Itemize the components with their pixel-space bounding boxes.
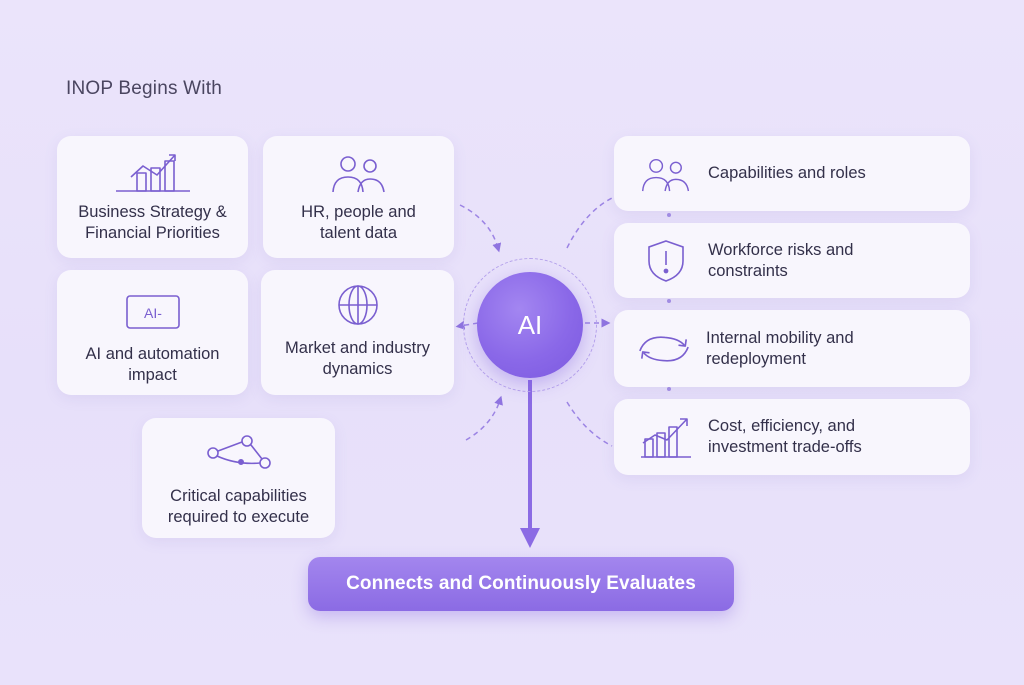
shield-alert-icon	[638, 239, 694, 283]
input-label: AI and automation impact	[85, 345, 220, 384]
input-card-critical-capabilities: Critical capabilities required to execut…	[142, 418, 335, 538]
input-card-business-strategy: Business Strategy & Financial Priorities	[57, 136, 248, 258]
ai-chip-icon: AI-	[125, 290, 181, 336]
output-label: Workforce risks and constraints	[708, 240, 854, 280]
output-label: Cost, efficiency, and investment trade-o…	[708, 417, 862, 456]
input-label: Business Strategy & Financial Priorities	[78, 203, 227, 242]
connector-dot	[667, 387, 671, 391]
ai-hub: AI	[477, 272, 583, 378]
input-label: Market and industry dynamics	[285, 339, 430, 378]
page-heading: INOP Begins With	[66, 78, 222, 99]
circular-arrows-icon	[636, 329, 692, 369]
input-card-market-dynamics: Market and industry dynamics	[261, 270, 454, 395]
connector-dot	[667, 299, 671, 303]
input-card-hr-data: HR, people and talent data	[263, 136, 454, 258]
globe-icon	[336, 282, 380, 328]
output-label: Internal mobility and redeployment	[706, 328, 854, 368]
output-card-capabilities-roles: Capabilities and roles	[614, 136, 970, 211]
curve-to-cost	[566, 401, 613, 447]
people-icon	[638, 155, 694, 193]
main-down-arrowhead	[520, 528, 540, 548]
ai-chip-text: AI-	[144, 305, 162, 321]
connector-dot	[667, 213, 671, 217]
connects-evaluates-banner: Connects and Continuously Evaluates	[308, 557, 734, 611]
output-card-cost-efficiency: Cost, efficiency, and investment trade-o…	[614, 399, 970, 475]
bar-chart-trend-icon	[113, 150, 193, 196]
network-nodes-icon	[203, 428, 275, 474]
output-card-internal-mobility: Internal mobility and redeployment	[614, 310, 970, 387]
input-label: HR, people and talent data	[301, 203, 416, 242]
arrow-from-hr	[459, 204, 502, 253]
input-card-ai-automation: AI- AI and automation impact	[57, 270, 248, 395]
ai-halo-ring	[463, 258, 597, 392]
input-label: Critical capabilities required to execut…	[167, 487, 310, 526]
output-card-workforce-risks: Workforce risks and constraints	[614, 223, 970, 298]
curve-to-capabilities	[566, 197, 613, 249]
arrow-from-critical	[465, 395, 503, 441]
output-label: Capabilities and roles	[708, 164, 866, 182]
people-icon	[330, 150, 388, 196]
growth-chart-icon	[638, 415, 694, 459]
